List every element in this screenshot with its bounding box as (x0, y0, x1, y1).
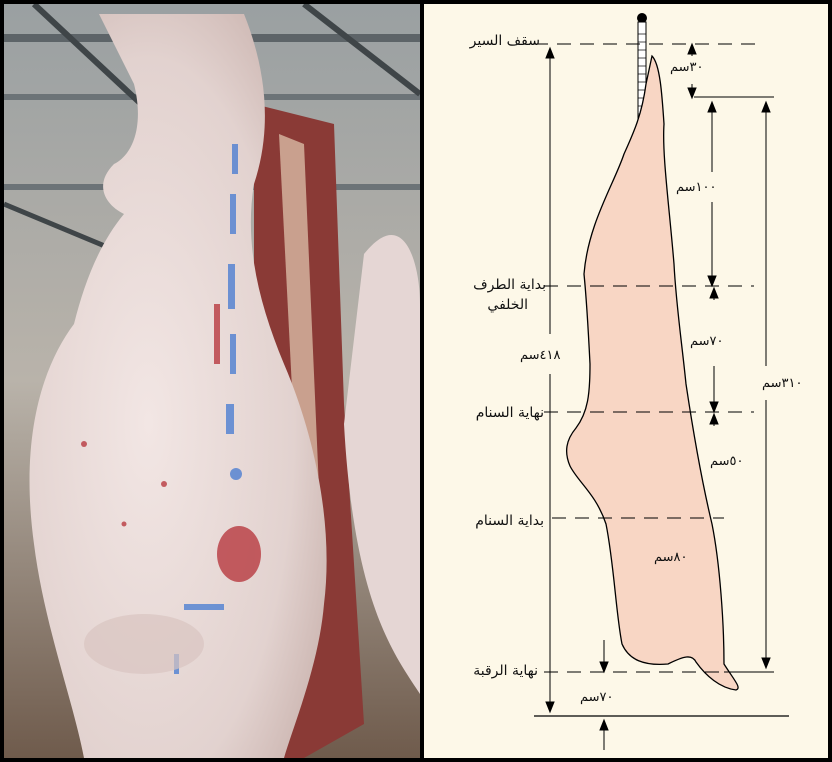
dim-neck-segment: ٨٠سم (654, 550, 688, 566)
label-hump-start: بداية السنام (475, 512, 544, 530)
label-conveyor-ceiling: سقف السير (470, 32, 540, 50)
label-neck-end: نهاية الرقبة (473, 662, 538, 680)
dim-top-gap: ٣٠سم (670, 60, 704, 76)
carcass-diagram: سقف السير بداية الطرف الخلفي نهاية السنا… (424, 4, 828, 758)
dim-bottom-gap: ٧٠سم (580, 690, 614, 706)
label-hind-start-line2: الخلفي (487, 296, 528, 314)
dim-hump-segment: ٥٠سم (710, 454, 744, 470)
label-hind-start-line1: بداية الطرف (473, 276, 546, 294)
dim-mid-segment: ٧٠سم (690, 334, 724, 350)
carcass-photo (4, 4, 420, 758)
hump-segment-dimension (710, 414, 718, 426)
mid-segment-dimension (710, 288, 718, 412)
dim-hind-segment: ١٠٠سم (676, 180, 717, 196)
dim-carcass-length: ٣١٠سم (762, 376, 803, 392)
total-height-dimension (546, 48, 554, 712)
dim-total-height: ٤١٨سم (520, 348, 561, 364)
label-hump-end: نهاية السنام (476, 404, 544, 422)
carcass-photo-drawing (4, 4, 420, 758)
